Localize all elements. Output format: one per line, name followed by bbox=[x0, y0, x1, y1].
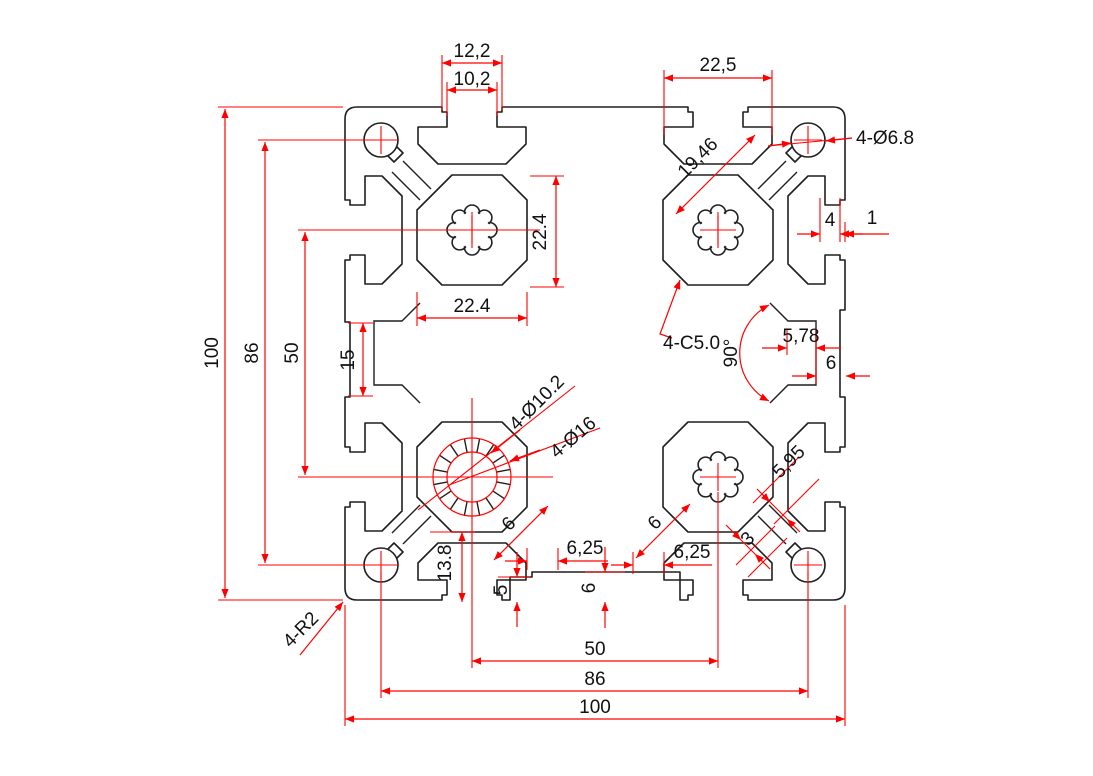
dim-cavity-h: 22.4 bbox=[454, 296, 491, 317]
dim-top-slot-outer: 12,2 bbox=[454, 41, 491, 62]
dim-holes-v: 86 bbox=[242, 342, 263, 363]
dim-offset-6-25-left: 6,25 bbox=[567, 538, 604, 559]
dim-pocket-6-bottom: 6 bbox=[579, 583, 600, 594]
dim-pocket-5-78: 5,78 bbox=[783, 326, 820, 347]
dim-angle-90: 90° bbox=[721, 339, 742, 368]
dim-top-slot-inner: 10,2 bbox=[454, 69, 491, 90]
dim-overall-v: 100 bbox=[202, 337, 223, 369]
dim-centers-h: 50 bbox=[584, 639, 605, 660]
dim-pocket-5-bottom: 5 bbox=[491, 585, 512, 596]
dim-edge-13-8: 13.8 bbox=[435, 545, 456, 582]
dim-wall-4: 4 bbox=[825, 210, 836, 231]
dim-overall-h: 100 bbox=[579, 697, 611, 718]
profile-outline bbox=[344, 106, 846, 601]
dim-chamfer: 4-C5.0 bbox=[663, 333, 720, 354]
dim-holes-h: 86 bbox=[584, 669, 605, 690]
dim-cavity-v: 22.4 bbox=[530, 213, 551, 250]
corner-hole-top-right bbox=[757, 122, 826, 201]
dim-centers-v: 50 bbox=[282, 342, 303, 363]
dim-corner-holes: 4-Ø6.8 bbox=[856, 128, 914, 149]
dim-left-pocket-15: 15 bbox=[338, 349, 359, 370]
dim-lip-1: 1 bbox=[867, 208, 878, 229]
web-pocket-left bbox=[373, 302, 421, 404]
serration-teeth bbox=[433, 438, 511, 516]
dim-corner-radius: 4-R2 bbox=[279, 608, 323, 652]
dim-top-right-slot: 22,5 bbox=[700, 55, 737, 76]
dim-wall-6-right: 6 bbox=[826, 353, 837, 374]
dim-offset-6-25-right: 6,25 bbox=[674, 542, 711, 563]
